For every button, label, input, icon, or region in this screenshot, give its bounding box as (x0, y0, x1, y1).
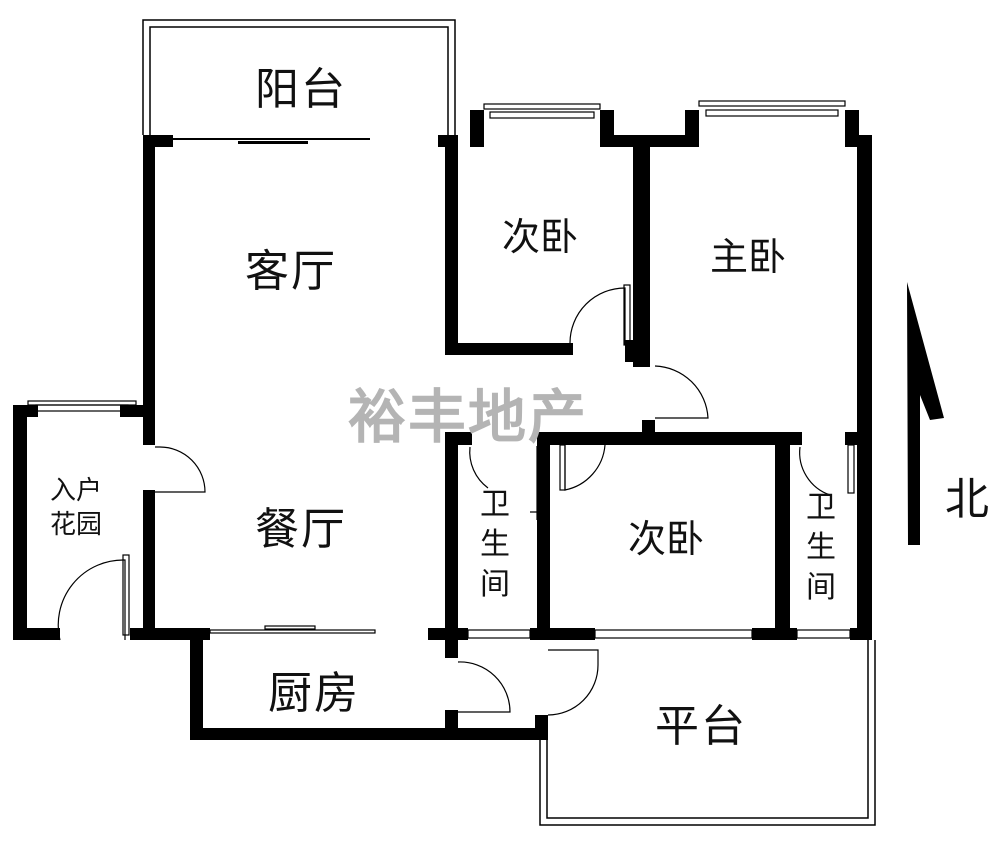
north-label: 北 (945, 474, 991, 525)
room-label-entry-garden-1: 入户 (50, 476, 103, 506)
room-label-kitchen: 厨房 (268, 668, 360, 719)
room-label-balcony: 阳台 (255, 64, 347, 115)
room-label-entry-garden-2: 花园 (50, 510, 103, 540)
room-label-bathroom-right: 卫生间 (806, 490, 836, 605)
room-label-living-room: 客厅 (245, 246, 337, 297)
walls (13, 110, 872, 740)
room-label-platform: 平台 (655, 701, 747, 752)
windows-and-doors (27, 100, 855, 716)
room-label-bedroom-bottom: 次卧 (628, 517, 705, 561)
room-label-master-bedroom: 主卧 (710, 235, 787, 279)
north-arrow-icon (907, 282, 944, 545)
room-label-bathroom-left: 卫生间 (480, 487, 510, 602)
room-label-dining-room: 餐厅 (255, 504, 347, 555)
watermark: 裕丰地产 (348, 383, 589, 451)
outdoor-outlines (142, 19, 876, 826)
room-label-bedroom-top: 次卧 (502, 215, 579, 259)
